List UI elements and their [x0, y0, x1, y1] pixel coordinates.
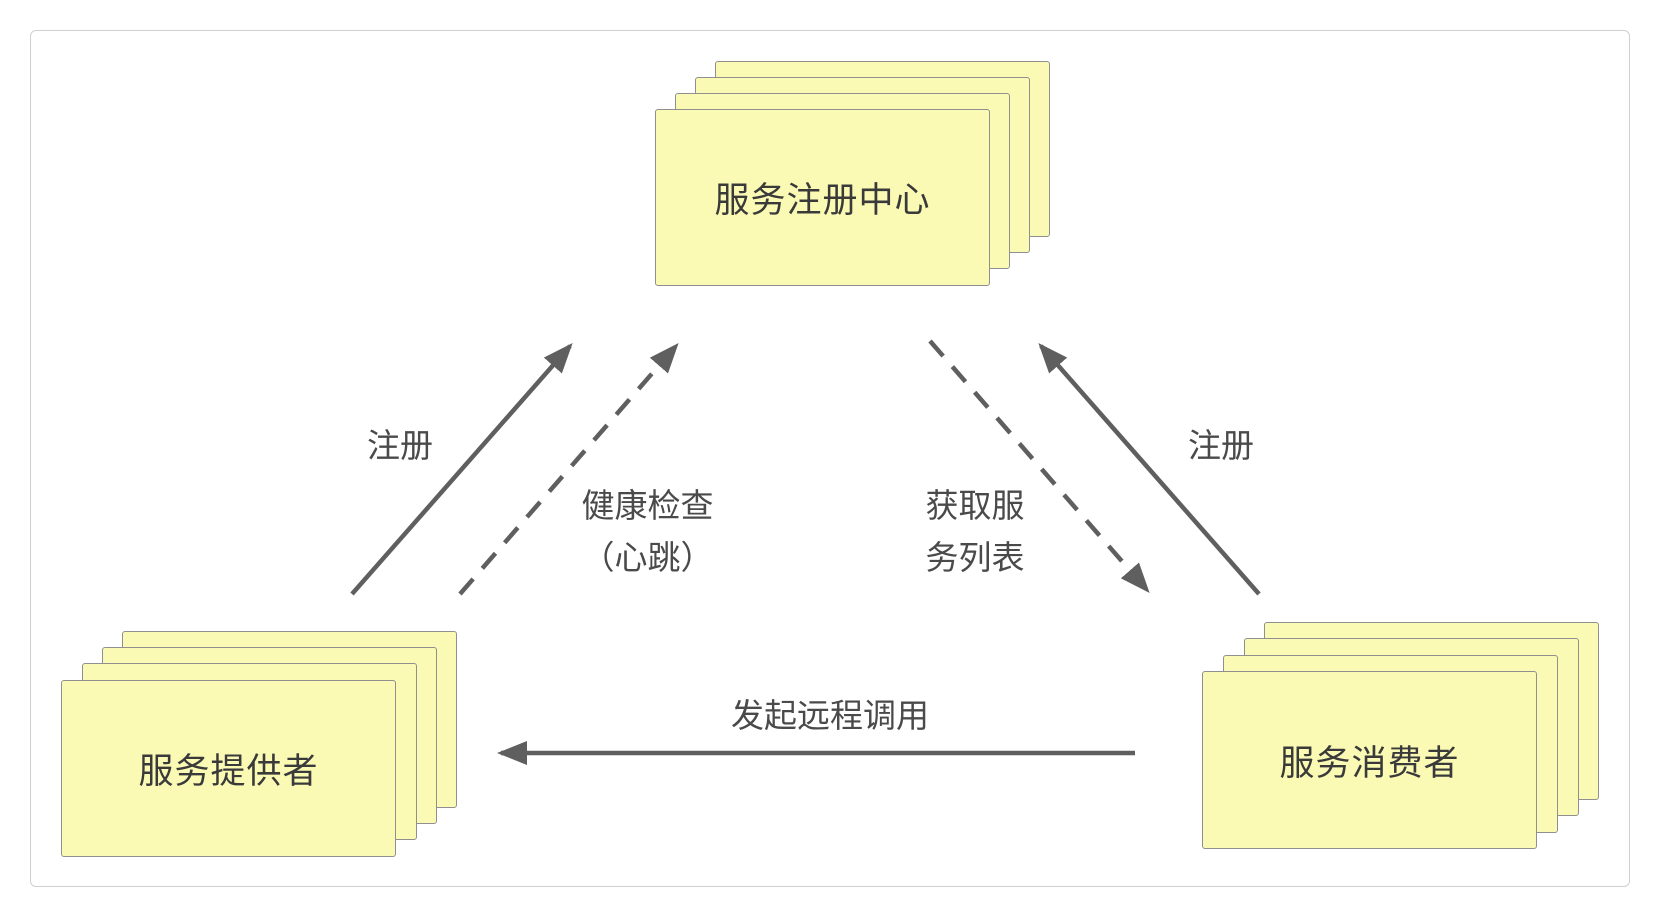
remote-call-label: 发起远程调用	[731, 696, 929, 735]
consumer-fetch-arrow	[928, 339, 1150, 594]
provider-health-label: 健康检查 （心跳）	[581, 486, 714, 577]
provider-register-arrow	[350, 342, 573, 596]
provider-label: 服务提供者	[138, 752, 319, 792]
consumer-fetch-label: 获取服 务列表	[925, 486, 1025, 577]
registry-card-front	[655, 109, 990, 286]
consumer-register-label: 注册	[1188, 426, 1254, 465]
consumer-label: 服务消费者	[1279, 743, 1460, 784]
provider-card-front	[61, 680, 396, 857]
consumer-register-arrow	[1038, 342, 1261, 596]
provider-health-arrow	[458, 342, 679, 596]
consumer-card-front	[1202, 671, 1537, 849]
provider-register-label: 注册	[367, 426, 433, 465]
registry-label: 服务注册中心	[714, 181, 931, 221]
